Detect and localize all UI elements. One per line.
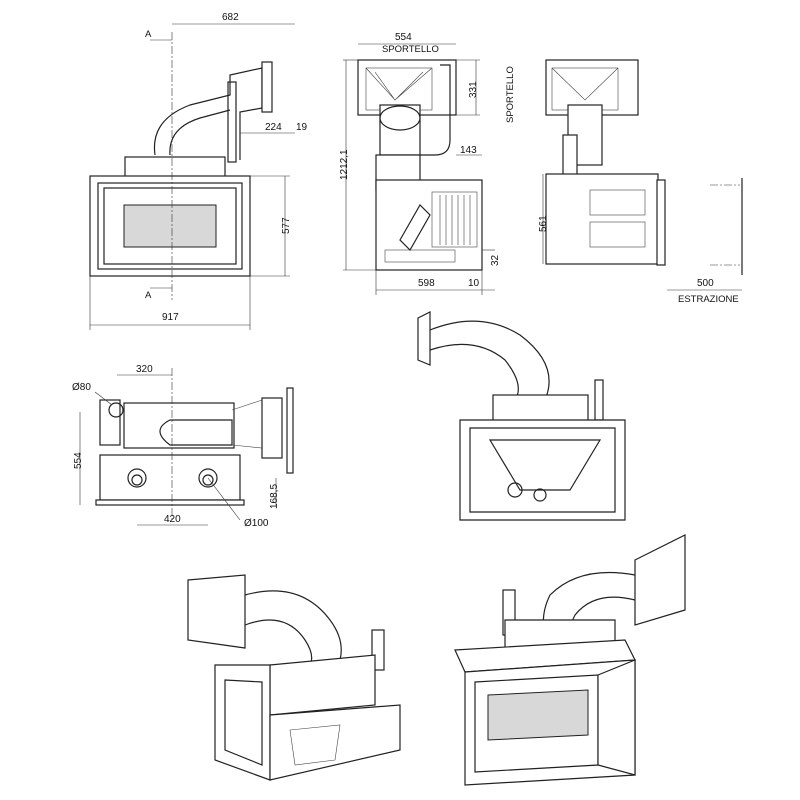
section-mark-bottom: A bbox=[145, 290, 152, 301]
label-sportello-side: SPORTELLO bbox=[505, 66, 516, 123]
top-view: 320 Ø80 554 168,5 420 Ø100 bbox=[72, 364, 294, 529]
dim-420: 420 bbox=[164, 514, 181, 525]
isometric-front-view bbox=[454, 534, 686, 786]
isometric-left-view bbox=[187, 574, 401, 781]
dim-577: 577 bbox=[281, 217, 292, 234]
dim-diameter-100: Ø100 bbox=[244, 518, 269, 529]
dim-320: 320 bbox=[136, 364, 153, 375]
extraction-view: 561 500 ESTRAZIONE bbox=[538, 59, 743, 305]
dim-diameter-80: Ø80 bbox=[72, 382, 91, 393]
dim-500: 500 bbox=[697, 278, 714, 289]
label-estrazione: ESTRAZIONE bbox=[678, 294, 739, 305]
dim-554: 554 bbox=[395, 32, 412, 43]
dim-1212-1: 1212,1 bbox=[339, 149, 350, 180]
dim-682: 682 bbox=[222, 12, 239, 23]
dim-168-5: 168,5 bbox=[269, 484, 280, 509]
glass-window bbox=[123, 204, 217, 248]
side-view: 554 SPORTELLO 331 SPORTELLO 1212,1 143 3… bbox=[339, 32, 516, 295]
dim-917: 917 bbox=[162, 312, 179, 323]
iso-glass-window bbox=[487, 689, 589, 741]
dim-561: 561 bbox=[538, 215, 549, 232]
dim-19: 19 bbox=[296, 122, 308, 133]
dim-32: 32 bbox=[490, 254, 501, 266]
section-mark-top: A bbox=[145, 29, 152, 40]
dim-224: 224 bbox=[265, 122, 282, 133]
dim-554-top: 554 bbox=[73, 452, 84, 469]
isometric-rear-view bbox=[417, 311, 626, 521]
dim-331: 331 bbox=[468, 81, 479, 98]
dim-143: 143 bbox=[460, 145, 477, 156]
label-sportello-top: SPORTELLO bbox=[382, 44, 439, 55]
dim-10: 10 bbox=[468, 278, 480, 289]
dim-598: 598 bbox=[418, 278, 435, 289]
front-view: 682 A A 224 19 577 917 bbox=[89, 12, 308, 330]
